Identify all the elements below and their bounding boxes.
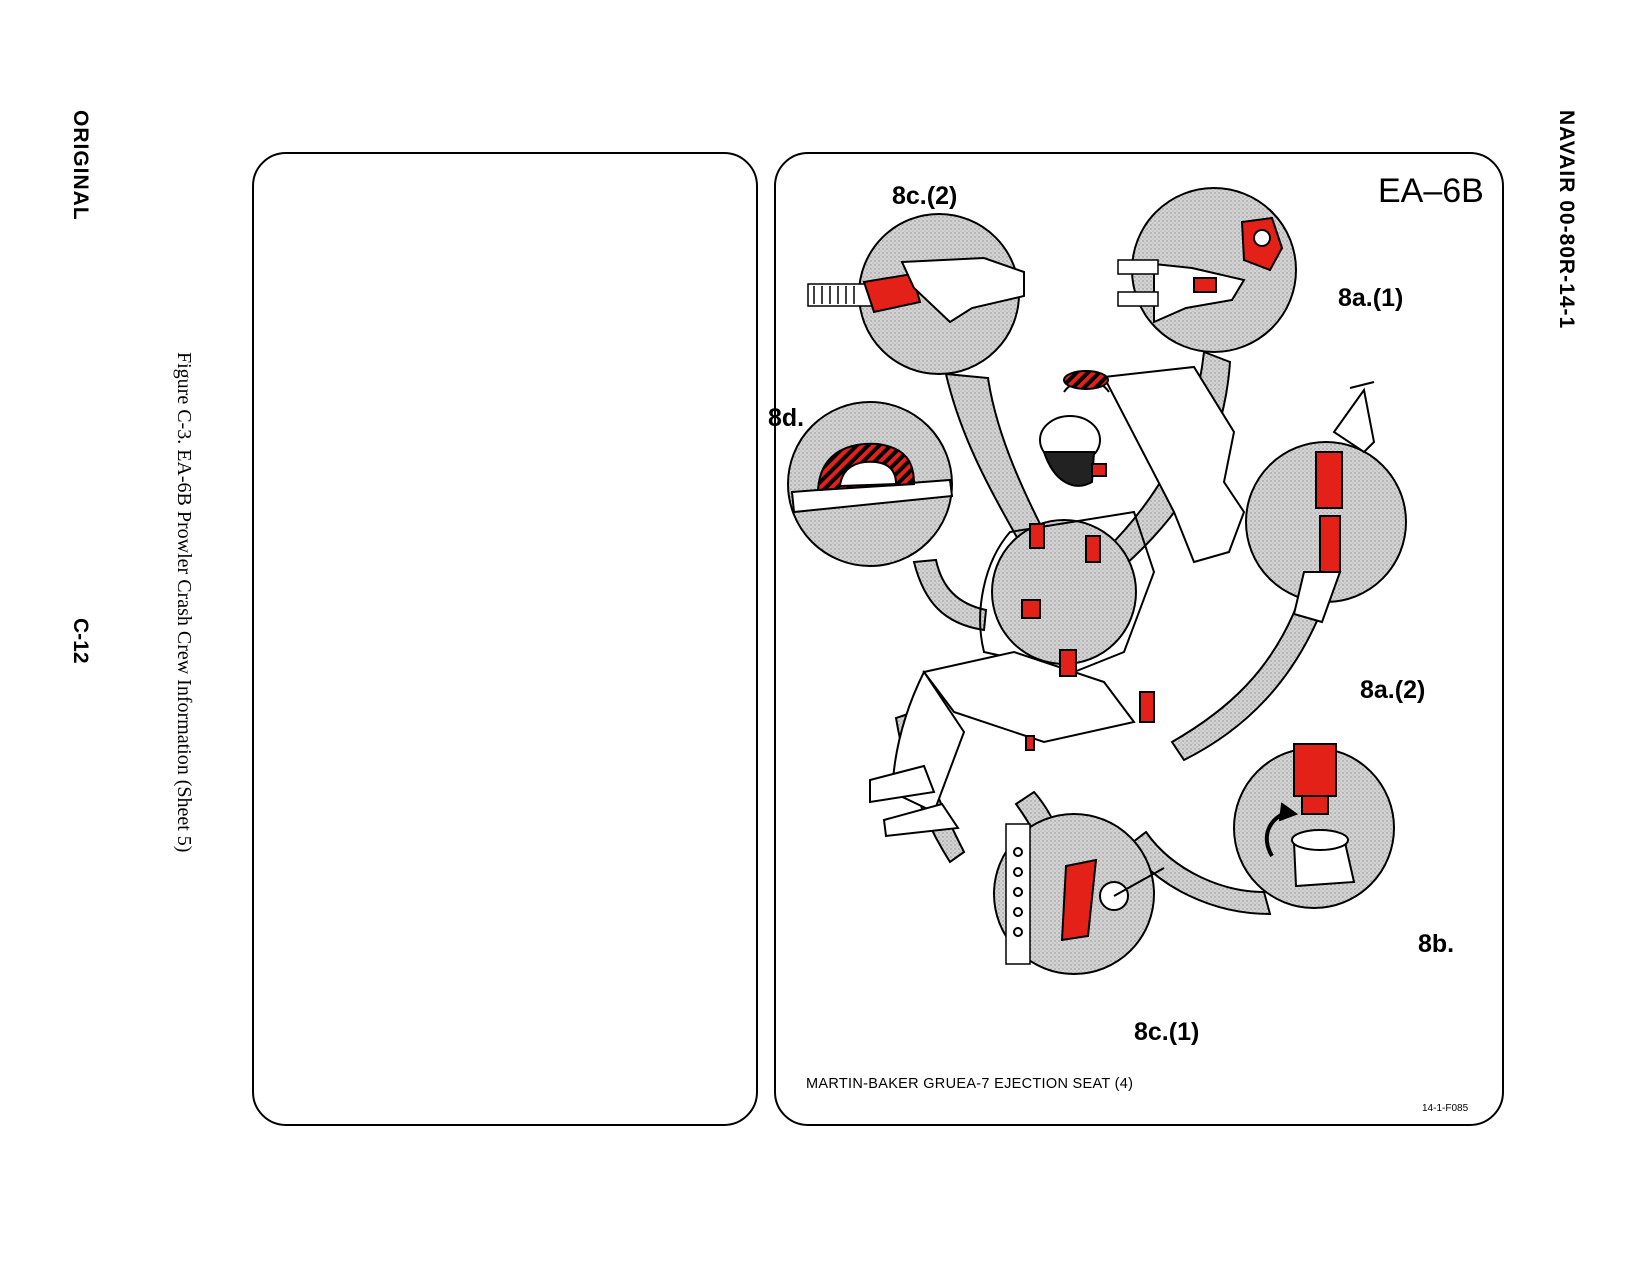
callout-8a2: 8a.(2) [1360,676,1426,704]
blank-panel [252,152,758,1126]
document-number: NAVAIR 00-80R-14-1 [1555,110,1578,330]
detail-8b [1233,743,1395,909]
figure-caption: Figure C-3. EA-6B Prowler Crash Crew Inf… [173,352,195,853]
detail-8a2 [1245,381,1407,624]
callout-8c2: 8c.(2) [892,182,958,210]
detail-8c2 [807,213,1025,375]
page-status: ORIGINAL [69,110,92,221]
aircraft-label: EA–6B [1378,172,1484,210]
callout-8d: 8d. [768,404,805,432]
page-number: C-12 [69,618,92,664]
figure-id: 14-1-F085 [1422,1103,1469,1114]
detail-8d [787,401,954,567]
callout-8b: 8b. [1418,930,1455,958]
callout-8c1: 8c.(1) [1134,1018,1200,1046]
detail-8a1 [1117,187,1297,353]
callout-8a1: 8a.(1) [1338,284,1404,312]
seat-drawing [869,365,1246,838]
seat-caption: MARTIN-BAKER GRUEA-7 EJECTION SEAT (4) [806,1076,1134,1092]
ejection-seat-illustration [787,187,1407,975]
detail-8c1 [993,813,1165,975]
